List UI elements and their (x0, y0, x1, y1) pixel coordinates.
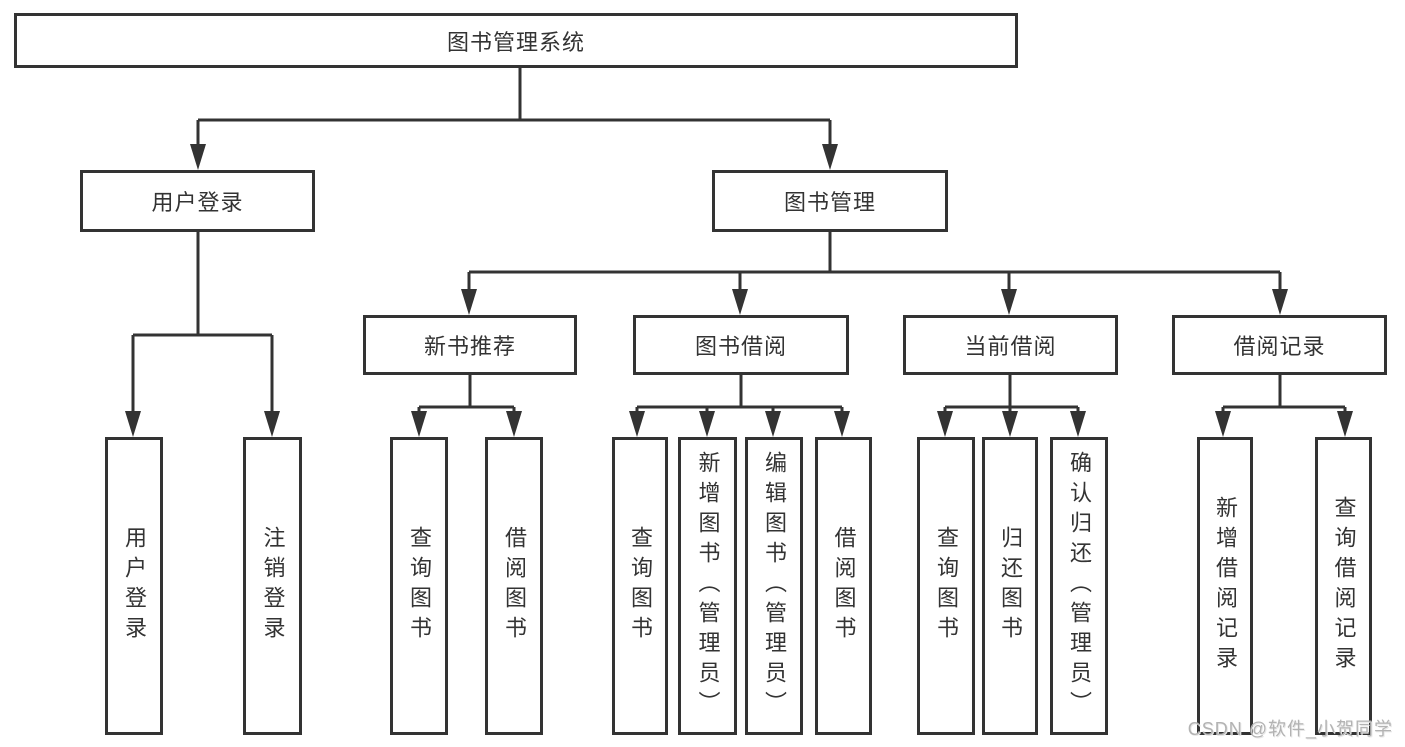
leaf-recommend-query-book: 查询图书 (390, 437, 448, 735)
connector-login-to-leaves (131, 232, 274, 413)
arrow-down-icon (264, 411, 280, 437)
node-current-borrow-label: 当前借阅 (964, 334, 1057, 359)
arrow-down-icon (732, 289, 748, 315)
csdn-watermark: CSDN @软件_小贺同学 (1187, 719, 1393, 739)
connector-recommend-to-leaves (417, 375, 516, 413)
leaf-borrow-query-book: 查询图书 (612, 437, 668, 735)
leaf-confirm-return-admin: 确认归还（管理员） (1050, 437, 1108, 735)
leaf-current-query-book: 查询图书 (917, 437, 975, 735)
arrow-down-icon (699, 411, 715, 437)
node-borrow-record-label: 借阅记录 (1233, 334, 1326, 359)
node-user-login-group: 用户登录 (80, 170, 315, 232)
arrow-down-icon (1002, 411, 1018, 437)
node-book-borrow: 图书借阅 (633, 315, 849, 375)
leaf-recommend-borrow-book-label: 借阅图书 (502, 526, 527, 646)
arrow-down-icon (937, 411, 953, 437)
leaf-query-borrow-record-label: 查询借阅记录 (1331, 496, 1357, 676)
arrow-down-icon (125, 411, 141, 437)
node-system-root-label: 图书管理系统 (446, 29, 585, 55)
node-user-login-group-label: 用户登录 (151, 190, 244, 215)
arrow-down-icon (506, 411, 522, 437)
node-book-borrow-label: 图书借阅 (694, 334, 787, 359)
leaf-confirm-return-admin-label: 确认归还（管理员） (1067, 451, 1092, 721)
leaf-return-book: 归还图书 (982, 437, 1038, 735)
connector-borrow-to-leaves (635, 375, 844, 413)
leaf-edit-book-admin-label: 编辑图书（管理员） (762, 451, 787, 721)
arrow-down-icon (1215, 411, 1231, 437)
arrow-down-icon (411, 411, 427, 437)
leaf-add-borrow-record: 新增借阅记录 (1197, 437, 1253, 735)
leaf-add-borrow-record-label: 新增借阅记录 (1213, 496, 1238, 676)
leaf-logout: 注销登录 (243, 437, 302, 735)
node-borrow-record: 借阅记录 (1172, 315, 1387, 375)
connector-record-to-leaves (1221, 375, 1347, 413)
arrow-down-icon (1001, 289, 1017, 315)
leaf-return-book-label: 归还图书 (998, 526, 1023, 646)
node-current-borrow: 当前借阅 (903, 315, 1118, 375)
connector-current-to-leaves (943, 375, 1080, 413)
node-book-management-label: 图书管理 (783, 190, 876, 215)
arrow-down-icon (461, 289, 477, 315)
leaf-add-book-admin-label: 新增图书（管理员） (695, 451, 721, 721)
leaf-borrow-book-label: 借阅图书 (831, 526, 857, 646)
leaf-borrow-query-book-label: 查询图书 (628, 526, 653, 646)
arrow-down-icon (1272, 289, 1288, 315)
leaf-recommend-query-book-label: 查询图书 (407, 526, 432, 646)
connector-mgmt-to-level3 (467, 232, 1282, 291)
arrow-down-icon (765, 411, 781, 437)
node-new-book-recommend: 新书推荐 (363, 315, 577, 375)
arrow-down-icon (1337, 411, 1353, 437)
node-system-root: 图书管理系统 (14, 13, 1018, 68)
arrow-down-icon (190, 144, 206, 170)
leaf-current-query-book-label: 查询图书 (934, 526, 959, 646)
node-book-management: 图书管理 (712, 170, 948, 232)
node-new-book-recommend-label: 新书推荐 (423, 334, 516, 359)
leaf-query-borrow-record: 查询借阅记录 (1315, 437, 1372, 735)
leaf-recommend-borrow-book: 借阅图书 (485, 437, 543, 735)
arrow-down-icon (834, 411, 850, 437)
leaf-user-login: 用户登录 (105, 437, 163, 735)
leaf-add-book-admin: 新增图书（管理员） (678, 437, 737, 735)
connector-root-to-level2 (196, 68, 832, 146)
leaf-borrow-book: 借阅图书 (815, 437, 872, 735)
leaf-user-login-label: 用户登录 (122, 526, 147, 646)
arrow-down-icon (1070, 411, 1086, 437)
leaf-edit-book-admin: 编辑图书（管理员） (745, 437, 803, 735)
arrow-down-icon (629, 411, 645, 437)
leaf-logout-label: 注销登录 (260, 526, 286, 646)
arrow-down-icon (822, 144, 838, 170)
